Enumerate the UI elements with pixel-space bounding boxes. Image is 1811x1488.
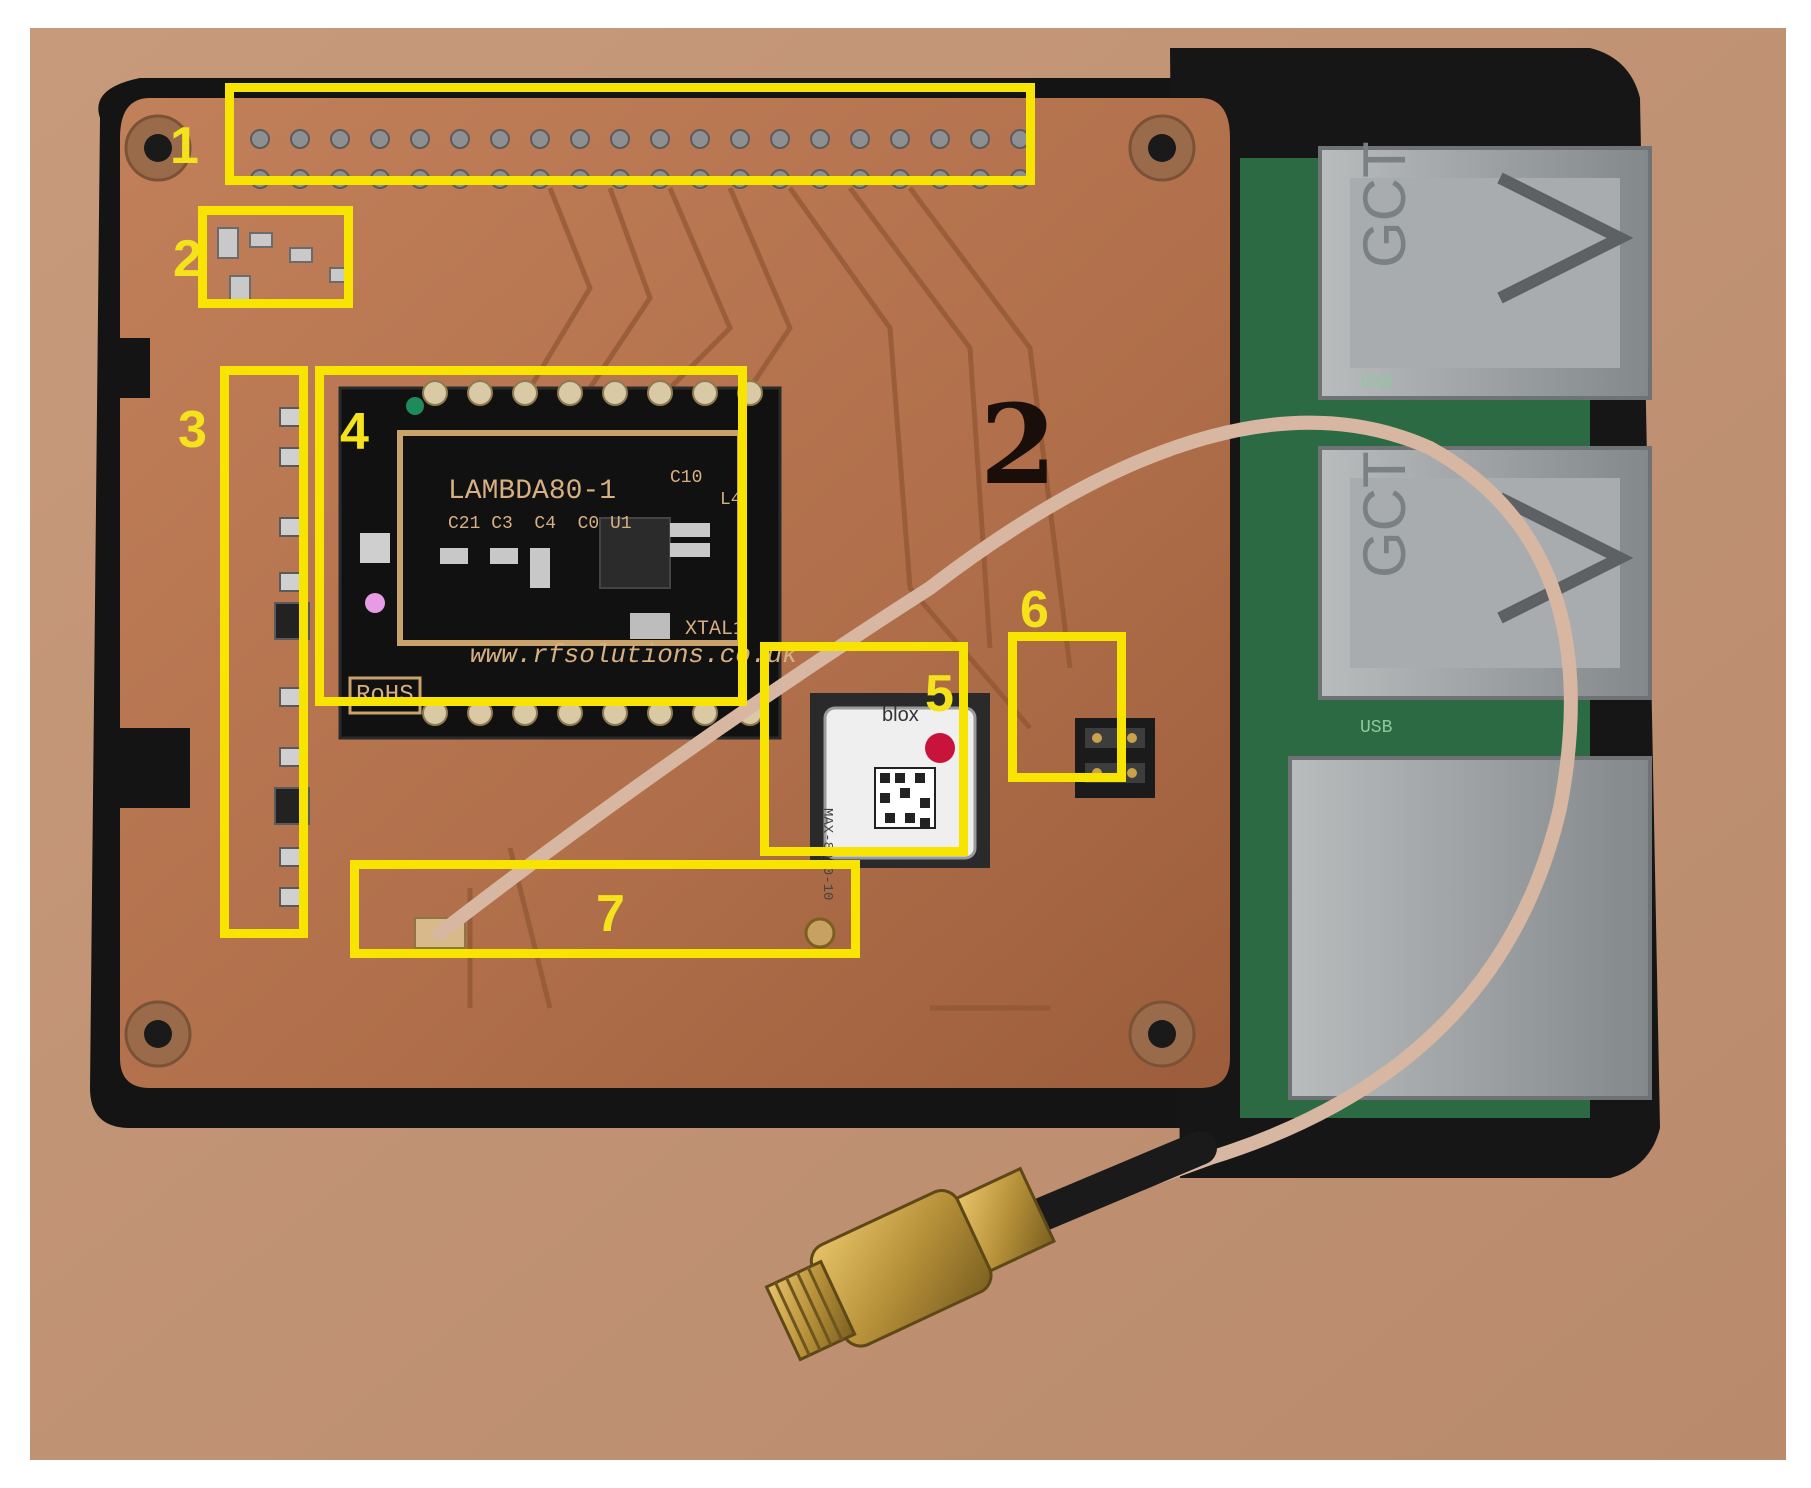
callout-box-6 bbox=[1008, 632, 1126, 782]
module-xtal-label: XTAL1 bbox=[685, 618, 746, 641]
usb-label-2: USB bbox=[1360, 718, 1393, 738]
module-name: LAMBDA80-1 bbox=[448, 476, 617, 507]
module-l4-label: L4 bbox=[720, 490, 742, 510]
callout-label-1: 1 bbox=[170, 117, 199, 175]
sma-connector bbox=[764, 1166, 1057, 1362]
usb-port-1: GCT bbox=[1318, 141, 1652, 400]
ethernet-port bbox=[1288, 756, 1652, 1100]
components-area-2 bbox=[217, 227, 353, 301]
hardware-photo: GCT GCT bbox=[30, 28, 1786, 1460]
usb-brand-1: GCT bbox=[1351, 141, 1418, 268]
photo-illustration: GCT GCT bbox=[30, 28, 1786, 1460]
antenna-cable bbox=[433, 415, 1578, 1205]
callout-box-3 bbox=[220, 366, 308, 938]
callout-label-7: 7 bbox=[596, 885, 625, 943]
gps-brand: blox bbox=[882, 704, 919, 726]
callout-label-3: 3 bbox=[178, 401, 207, 459]
callout-box-4 bbox=[315, 366, 747, 706]
components-area-3 bbox=[274, 407, 310, 907]
callout-label-6: 6 bbox=[1020, 581, 1049, 639]
callout-label-5: 5 bbox=[925, 665, 954, 723]
usb-label-1: USB bbox=[1360, 373, 1393, 393]
lora-module bbox=[338, 380, 782, 740]
callout-box-5 bbox=[760, 642, 968, 856]
callout-box-2 bbox=[198, 206, 353, 308]
jumper-header bbox=[1075, 718, 1155, 798]
module-c10-label: C10 bbox=[670, 468, 703, 488]
board-marker: 2 bbox=[980, 380, 1057, 509]
callout-box-7 bbox=[350, 860, 860, 958]
module-caps-label: C21 C3 C4 C0 U1 bbox=[448, 514, 632, 534]
callout-label-2: 2 bbox=[173, 230, 202, 288]
usb-brand-2: GCT bbox=[1351, 451, 1418, 578]
callout-label-4: 4 bbox=[340, 403, 369, 461]
callout-box-1 bbox=[225, 83, 1035, 185]
